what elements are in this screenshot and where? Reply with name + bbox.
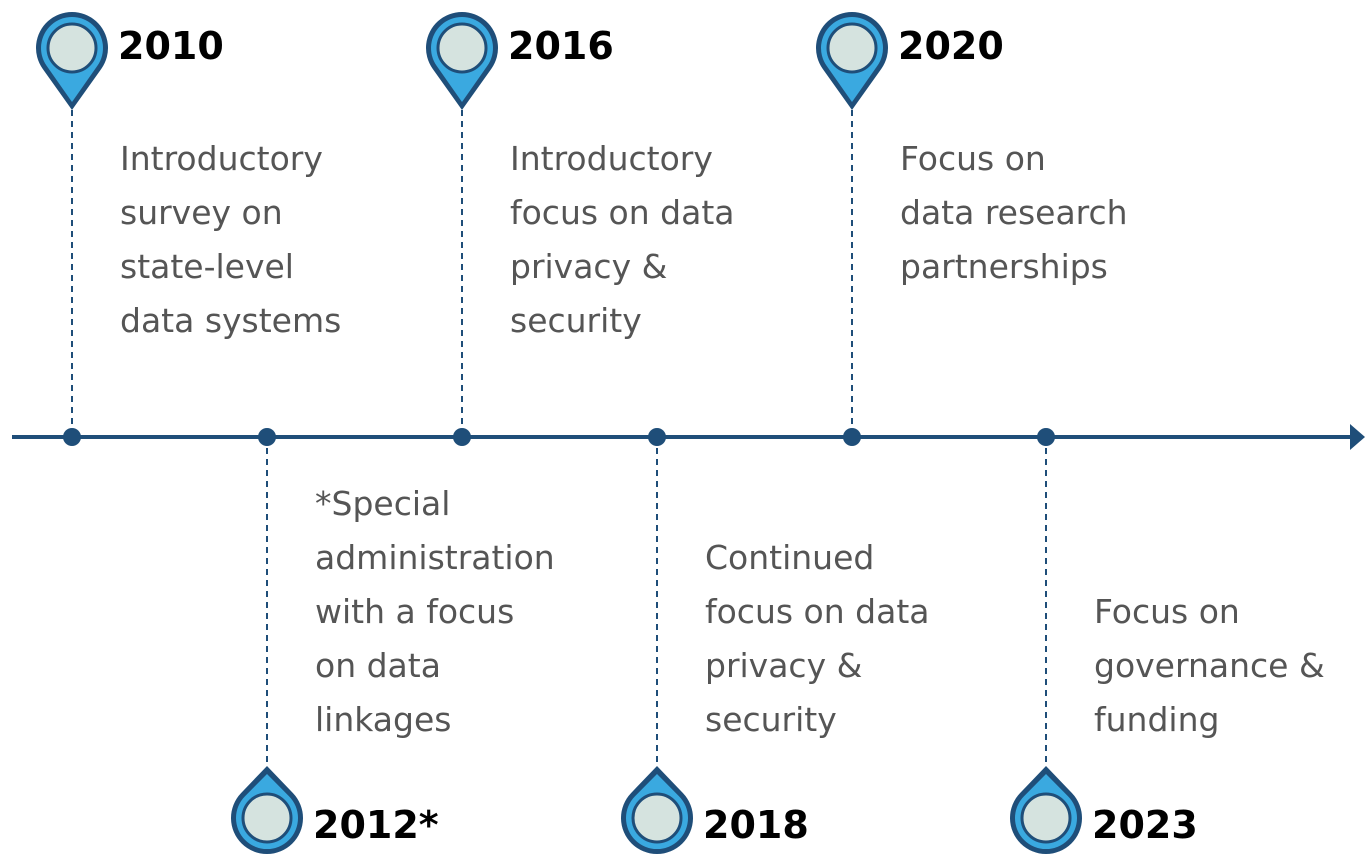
location-pin-icon [426,11,498,110]
milestone-description-2023: Focus on governance & funding [1094,592,1325,739]
milestone-year-2016: 2016 [508,24,614,68]
milestone-dot [1037,428,1055,446]
milestone-year-2010: 2010 [118,24,224,68]
milestone-dot [63,428,81,446]
milestone-description-2010: Introductory survey on state-level data … [120,139,342,340]
milestone-dot [258,428,276,446]
milestone-year-2012: 2012* [313,803,439,847]
milestone-dot [648,428,666,446]
milestone-year-2020: 2020 [898,24,1004,68]
milestone-description-2012: *Special administration with a focus on … [315,484,555,739]
location-pin-icon [1010,766,1083,854]
milestone-description-2016: Introductory focus on data privacy & sec… [510,139,735,340]
milestone-description-2020: Focus on data research partnerships [900,139,1128,286]
milestone-description-2018: Continued focus on data privacy & securi… [705,538,930,739]
location-pin-icon [231,766,303,854]
milestone-year-2018: 2018 [703,803,809,847]
milestone-year-2023: 2023 [1092,803,1198,847]
timeline-arrowhead [1350,424,1365,450]
location-pin-icon [816,11,888,110]
milestone-dot [453,428,471,446]
milestone-dot [843,428,861,446]
location-pin-icon [36,11,108,111]
location-pin-icon [621,766,694,854]
